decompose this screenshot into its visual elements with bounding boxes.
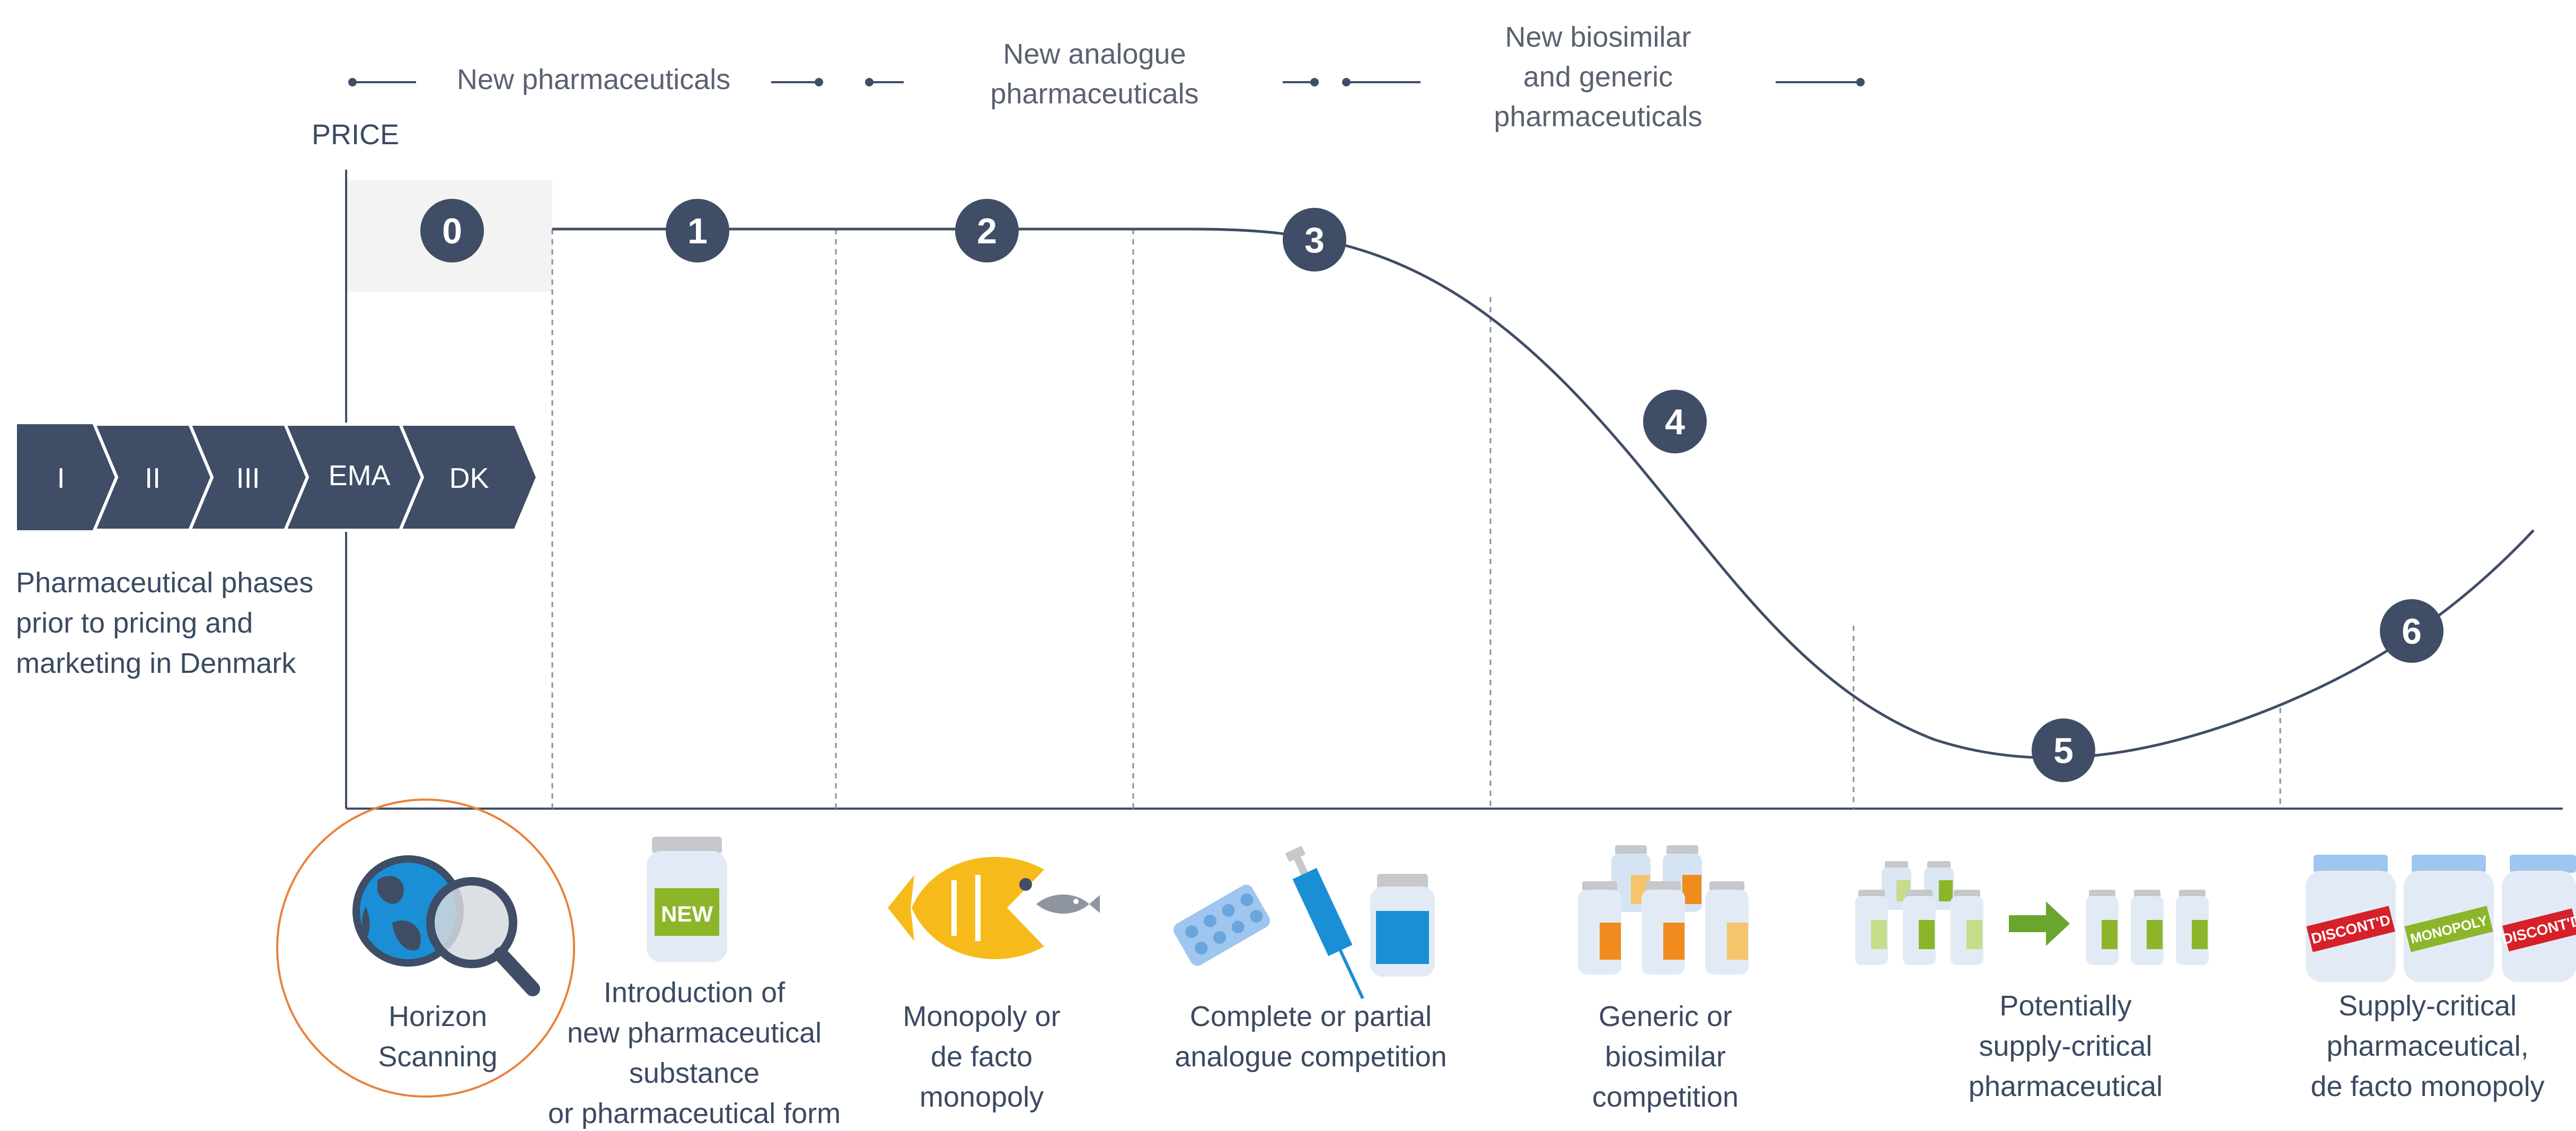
svg-text:III: III [236, 462, 260, 494]
svg-text:pharmaceutical,: pharmaceutical, [2326, 1030, 2528, 1062]
phase-chevron-ema: EMA [283, 423, 425, 532]
svg-text:substance: substance [629, 1057, 760, 1089]
svg-text:2: 2 [977, 211, 997, 251]
analogue-competition-icon [1174, 845, 1435, 1000]
svg-text:Introduction of: Introduction of [604, 977, 786, 1009]
stage-marker-1: 1 [666, 199, 729, 262]
stage-marker-5: 5 [2032, 718, 2095, 782]
svg-text:pharmaceuticals: pharmaceuticals [990, 78, 1198, 110]
svg-text:New pharmaceuticals: New pharmaceuticals [457, 64, 730, 95]
svg-text:Horizon: Horizon [389, 1001, 487, 1032]
stage-marker-6: 6 [2380, 599, 2443, 663]
svg-text:New biosimilar: New biosimilar [1505, 21, 1691, 53]
supply-transition-icon [1855, 861, 2209, 965]
stage-5-caption: Potentially supply-critical pharmaceutic… [1969, 990, 2163, 1102]
phase-chevron-dk: DK [398, 423, 540, 532]
supply-critical-bottles-icon: DISCONT'D MONOPOLY DISCONT'D [2306, 855, 2576, 982]
svg-text:analogue competition: analogue competition [1175, 1041, 1446, 1073]
svg-text:new pharmaceutical: new pharmaceutical [567, 1017, 822, 1049]
svg-text:de facto monopoly: de facto monopoly [2310, 1071, 2544, 1102]
stage-dividers [551, 229, 2281, 809]
svg-text:EMA: EMA [328, 460, 390, 492]
svg-text:monopoly: monopoly [920, 1081, 1044, 1113]
stage-3-caption: Complete or partial analogue competition [1175, 1001, 1446, 1073]
svg-text:New analogue: New analogue [1003, 38, 1186, 70]
price-curve [552, 227, 2535, 759]
stage-2-caption: Monopoly or de facto monopoly [903, 1001, 1060, 1113]
fish-icon [888, 856, 1100, 959]
svg-text:I: I [57, 462, 65, 494]
generic-bottles-icon [1578, 845, 1749, 975]
new-bottle-icon: NEW [647, 837, 727, 962]
phase-chevron-i: I [17, 424, 117, 530]
header-new-biosimilar-generic: New biosimilar and generic pharmaceutica… [1342, 21, 1865, 133]
svg-text:marketing in Denmark: marketing in Denmark [16, 647, 296, 679]
svg-text:pharmaceutical: pharmaceutical [1969, 1071, 2163, 1102]
horizon-scanning-icon [276, 799, 575, 1098]
svg-text:Potentially: Potentially [1999, 990, 2131, 1022]
header-new-analogue: New analogue pharmaceuticals [865, 38, 1319, 110]
header-new-pharmaceuticals: New pharmaceuticals [348, 64, 823, 95]
svg-text:and generic: and generic [1523, 61, 1673, 93]
svg-text:4: 4 [1665, 402, 1685, 442]
svg-text:3: 3 [1304, 220, 1325, 260]
svg-text:Generic or: Generic or [1599, 1001, 1732, 1032]
price-axis-label: PRICE [312, 119, 399, 151]
stage-0-caption: Horizon Scanning [378, 1001, 497, 1073]
svg-text:competition: competition [1592, 1081, 1739, 1113]
svg-text:biosimilar: biosimilar [1605, 1041, 1726, 1073]
svg-text:Pharmaceutical phases: Pharmaceutical phases [16, 567, 313, 599]
stage-6-caption: Supply-critical pharmaceutical, de facto… [2310, 990, 2544, 1102]
svg-text:0: 0 [442, 211, 462, 251]
svg-text:1: 1 [687, 211, 708, 251]
stage-4-caption: Generic or biosimilar competition [1592, 1001, 1739, 1113]
stage-marker-4: 4 [1643, 390, 1707, 453]
svg-text:de facto: de facto [931, 1041, 1033, 1073]
phase-chevrons: I II III EMA DK [17, 423, 540, 532]
svg-text:pharmaceuticals: pharmaceuticals [1494, 101, 1702, 133]
svg-text:Monopoly or: Monopoly or [903, 1001, 1060, 1032]
svg-text:6: 6 [2402, 611, 2422, 652]
stage-1-caption: Introduction of new pharmaceutical subst… [548, 977, 841, 1129]
svg-text:Supply-critical: Supply-critical [2339, 990, 2517, 1022]
svg-text:Complete or partial: Complete or partial [1190, 1001, 1432, 1032]
stage-marker-3: 3 [1283, 208, 1346, 271]
svg-text:DK: DK [449, 462, 489, 494]
svg-text:or pharmaceutical form: or pharmaceutical form [548, 1098, 841, 1129]
svg-text:5: 5 [2053, 731, 2074, 771]
stage-marker-2: 2 [955, 199, 1019, 262]
svg-text:Scanning: Scanning [378, 1041, 497, 1073]
svg-text:NEW: NEW [661, 901, 713, 926]
svg-text:II: II [145, 462, 161, 494]
svg-text:prior to pricing and: prior to pricing and [16, 607, 253, 639]
stage-marker-0: 0 [420, 199, 484, 262]
phases-caption: Pharmaceutical phases prior to pricing a… [16, 567, 313, 679]
svg-text:supply-critical: supply-critical [1979, 1030, 2152, 1062]
